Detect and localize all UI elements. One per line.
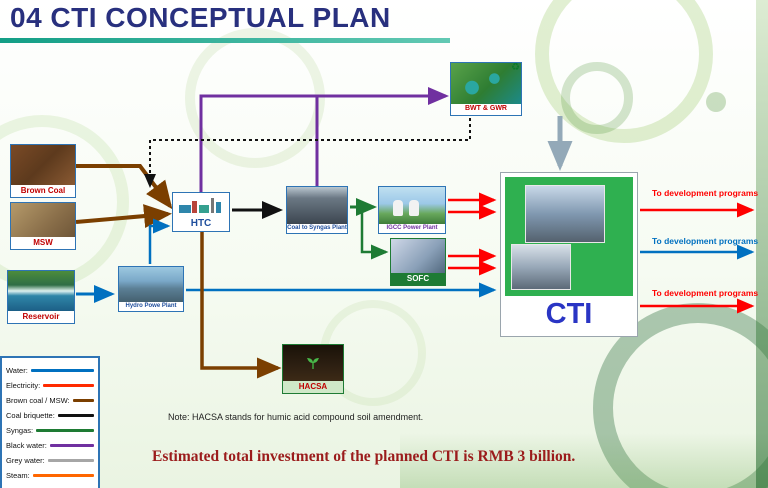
reservoir-photo	[8, 271, 74, 311]
soil-sprout-photo	[283, 345, 343, 381]
background-decoration	[706, 92, 726, 112]
node-label: BWT & GWR	[451, 104, 521, 115]
cti-plant-photo	[525, 185, 605, 243]
legend-item: Syngas:	[6, 423, 94, 438]
node-label: SOFC	[391, 273, 445, 285]
output-label-1: To development programs	[652, 188, 759, 198]
legend-line-swatch	[36, 429, 94, 432]
legend-line-swatch	[72, 399, 94, 402]
legend-line-swatch	[43, 384, 94, 387]
node-brown-coal: Brown Coal	[10, 144, 76, 198]
node-msw: MSW	[10, 202, 76, 250]
node-reservoir: Reservoir	[7, 270, 75, 324]
legend-item: Black water:	[6, 438, 94, 453]
legend-line-swatch	[32, 474, 94, 477]
plant-sprout-icon	[307, 358, 319, 369]
legend-item: Brown coal / MSW:	[6, 393, 94, 408]
legend-item: Water:	[6, 363, 94, 378]
legend-item: Grey water:	[6, 453, 94, 468]
legend-item-label: Black water:	[6, 441, 47, 450]
node-label: HTC	[173, 216, 229, 231]
page-title: 04 CTI CONCEPTUAL PLAN	[10, 2, 391, 33]
legend-line-swatch	[49, 444, 94, 447]
background-decoration	[400, 433, 768, 488]
legend-line-swatch	[30, 369, 94, 372]
background-decoration	[756, 0, 768, 488]
background-decoration	[561, 62, 633, 134]
hacsa-note: Note: HACSA stands for humic acid compou…	[168, 412, 424, 422]
legend-item-label: Coal briquette:	[6, 411, 55, 420]
title-underline	[0, 38, 450, 43]
investment-statement: Estimated total investment of the planne…	[152, 448, 576, 465]
syngas-plant-photo	[287, 187, 347, 224]
cti-plant-collage	[505, 177, 633, 296]
node-label: Brown Coal	[11, 185, 75, 197]
node-label: CTI	[545, 298, 593, 330]
cooling-tower-shape	[409, 199, 419, 216]
legend-item-label: Steam:	[6, 471, 30, 480]
output-label-2: To development programs	[652, 236, 759, 246]
node-label: Hydro Powe Plant	[119, 301, 183, 311]
node-label: MSW	[11, 237, 75, 249]
node-hacsa: HACSA	[282, 344, 344, 394]
legend-item-label: Water:	[6, 366, 28, 375]
legend-item: Steam:	[6, 468, 94, 483]
brown-coal-photo	[11, 145, 75, 185]
legend-item-label: Brown coal / MSW:	[6, 396, 70, 405]
htc-plant-icon	[173, 193, 229, 217]
background-decoration	[185, 28, 325, 168]
msw-photo	[11, 203, 75, 237]
output-label-3: To development programs	[652, 288, 759, 298]
legend-item-label: Syngas:	[6, 426, 34, 435]
node-igcc-power-plant: IGCC Power Plant	[378, 186, 446, 234]
legend-item: Coal briquette:	[6, 408, 94, 423]
legend-line-swatch	[57, 414, 94, 417]
legend-item-label: Grey water:	[6, 456, 45, 465]
node-coal-to-syngas-plant: Coal to Syngas Plant	[286, 186, 348, 234]
cooling-tower-shape	[393, 199, 403, 216]
legend-item-label: Electricity:	[6, 381, 41, 390]
node-bwt-gwr: ♻ BWT & GWR	[450, 62, 522, 116]
node-label: Reservoir	[8, 311, 74, 323]
node-cti: CTI	[500, 172, 638, 337]
legend-item: Electricity:	[6, 378, 94, 393]
water-treatment-photo: ♻	[451, 63, 521, 105]
legend: Water: Electricity: Brown coal / MSW: Co…	[0, 356, 100, 488]
node-hydro-power-plant: Hydro Powe Plant	[118, 266, 184, 312]
node-htc: HTC	[172, 192, 230, 232]
cti-plant-photo	[511, 244, 571, 290]
node-label: Coal to Syngas Plant	[287, 223, 347, 233]
node-label: IGCC Power Plant	[379, 223, 445, 233]
recycle-icon: ♻	[511, 63, 520, 73]
igcc-plant-photo	[379, 187, 445, 224]
legend-line-swatch	[47, 459, 94, 462]
node-label: HACSA	[283, 381, 343, 393]
node-sofc: SOFC	[390, 238, 446, 286]
hydro-plant-photo	[119, 267, 183, 302]
sofc-photo	[391, 239, 445, 273]
